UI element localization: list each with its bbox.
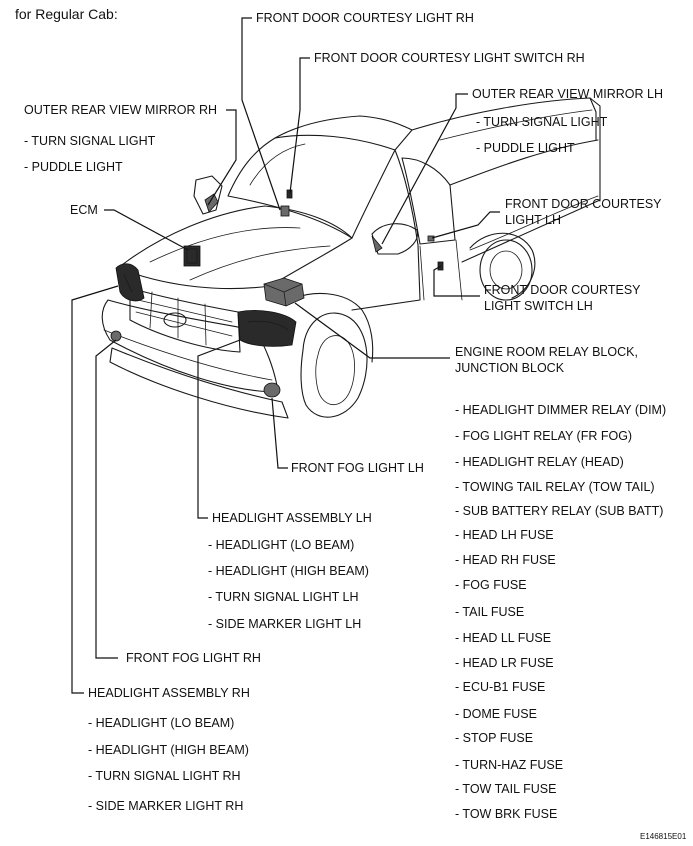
outer-mirror-rh-item: - PUDDLE LIGHT: [24, 160, 123, 174]
label-front-door-courtesy-light-switch-lh: FRONT DOOR COURTESY: [484, 283, 641, 297]
header-title: for Regular Cab:: [15, 6, 118, 22]
headlight-assembly-lh-item: - SIDE MARKER LIGHT LH: [208, 617, 362, 631]
relay-block-item: - STOP FUSE: [455, 731, 534, 745]
label-front-fog-light-lh: FRONT FOG LIGHT LH: [291, 461, 424, 475]
relay-block-item: - TOWING TAIL RELAY (TOW TAIL): [455, 480, 655, 494]
label-outer-mirror-lh: OUTER REAR VIEW MIRROR LH: [472, 87, 663, 101]
label-front-door-courtesy-light-rh: FRONT DOOR COURTESY LIGHT RH: [256, 11, 474, 25]
headlight-assembly-lh-item: - TURN SIGNAL LIGHT LH: [208, 590, 359, 604]
relay-block-item: - FOG LIGHT RELAY (FR FOG): [455, 429, 633, 443]
relay-block-item: - FOG FUSE: [455, 578, 527, 592]
label-engine-room-relay-block: ENGINE ROOM RELAY BLOCK,: [455, 345, 638, 359]
label-front-door-courtesy-light-switch-rh: FRONT DOOR COURTESY LIGHT SWITCH RH: [314, 51, 585, 65]
relay-block-item: - TOW TAIL FUSE: [455, 782, 557, 796]
label-front-fog-light-rh: FRONT FOG LIGHT RH: [126, 651, 261, 665]
relay-block-item: - ECU-B1 FUSE: [455, 680, 546, 694]
headlight-assembly-rh-item: - SIDE MARKER LIGHT RH: [88, 799, 244, 813]
headlight-assembly-rh-item: - HEADLIGHT (HIGH BEAM): [88, 743, 249, 757]
label-front-door-courtesy-light-lh-line2: LIGHT LH: [505, 213, 562, 227]
relay-block-item: - HEADLIGHT DIMMER RELAY (DIM): [455, 403, 667, 417]
figure-code: E146815E01: [640, 832, 687, 841]
relay-block-item: - HEAD LL FUSE: [455, 631, 552, 645]
relay-block-item: - DOME FUSE: [455, 707, 537, 721]
label-front-door-courtesy-light-switch-lh-line2: LIGHT SWITCH LH: [484, 299, 593, 313]
headlight-assembly-lh-item: - HEADLIGHT (HIGH BEAM): [208, 564, 369, 578]
relay-block-item: - SUB BATTERY RELAY (SUB BATT): [455, 504, 664, 518]
headlight-assembly-rh-item: - HEADLIGHT (LO BEAM): [88, 716, 235, 730]
label-engine-room-relay-block-line2: JUNCTION BLOCK: [455, 361, 565, 375]
label-front-door-courtesy-light-lh: FRONT DOOR COURTESY: [505, 197, 662, 211]
relay-block-item: - TAIL FUSE: [455, 605, 525, 619]
label-headlight-assembly-lh: HEADLIGHT ASSEMBLY LH: [212, 511, 372, 525]
label-headlight-assembly-rh: HEADLIGHT ASSEMBLY RH: [88, 686, 250, 700]
outer-mirror-rh-item: - TURN SIGNAL LIGHT: [24, 134, 156, 148]
leader-lines: [71, 17, 500, 694]
outer-mirror-lh-item: - TURN SIGNAL LIGHT: [476, 115, 608, 129]
outer-mirror-lh-item: - PUDDLE LIGHT: [476, 141, 575, 155]
relay-block-item: - TURN-HAZ FUSE: [455, 758, 564, 772]
relay-block-item: - HEAD LR FUSE: [455, 656, 554, 670]
relay-block-item: - HEADLIGHT RELAY (HEAD): [455, 455, 624, 469]
relay-block-item: - TOW BRK FUSE: [455, 807, 558, 821]
relay-block-item: - HEAD RH FUSE: [455, 553, 556, 567]
headlight-assembly-rh-item: - TURN SIGNAL LIGHT RH: [88, 769, 241, 783]
label-outer-mirror-rh: OUTER REAR VIEW MIRROR RH: [24, 103, 218, 117]
label-ecm: ECM: [70, 203, 98, 217]
headlight-assembly-lh-item: - HEADLIGHT (LO BEAM): [208, 538, 355, 552]
relay-block-item: - HEAD LH FUSE: [455, 528, 554, 542]
